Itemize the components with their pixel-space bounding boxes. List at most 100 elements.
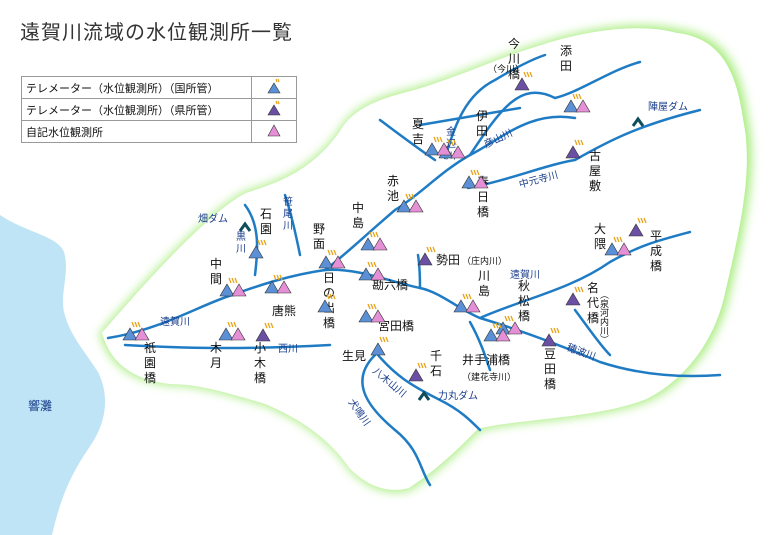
- station-15-marker[interactable]: [317, 293, 336, 313]
- triangle-icon: [358, 267, 374, 281]
- antenna-icon: [257, 239, 267, 246]
- station-1-sublabel: （今川）: [488, 63, 524, 75]
- station-5-marker[interactable]: [565, 139, 584, 159]
- triangle-icon: [219, 283, 235, 297]
- station-2-marker[interactable]: [563, 93, 591, 113]
- station-28-marker[interactable]: [541, 327, 560, 347]
- station-21-marker[interactable]: [358, 303, 386, 323]
- station-28-label: 豆田橋: [544, 347, 556, 391]
- station-7-marker[interactable]: [461, 169, 489, 189]
- station-20-marker[interactable]: [264, 274, 292, 294]
- station-4-label: 夏吉: [412, 117, 424, 146]
- station-21-label: 宮田橋: [378, 318, 414, 333]
- nishi-river: [123, 343, 332, 350]
- station-1-marker[interactable]: [514, 71, 533, 91]
- station-16-label: 勘六橋: [372, 278, 408, 292]
- station-22-marker[interactable]: [122, 321, 150, 341]
- station-25-marker[interactable]: [370, 336, 389, 356]
- station-14-label: 中間: [210, 256, 222, 286]
- yagiyama-river: [376, 353, 482, 432]
- triangle-icon: [575, 99, 591, 113]
- station-14-marker[interactable]: [219, 277, 247, 297]
- triangle-icon: [230, 327, 246, 341]
- triangle-icon: [360, 237, 376, 251]
- triangle-icon: [318, 255, 334, 269]
- triangle-icon: [604, 242, 620, 256]
- antenna-icon: [327, 249, 337, 256]
- triangle-icon: [473, 175, 489, 189]
- station-26-marker[interactable]: [408, 362, 427, 382]
- station-6-marker[interactable]: [396, 193, 424, 213]
- triangle-icon: [408, 199, 424, 213]
- station-5-label: 古屋敷: [589, 148, 601, 193]
- inunaki-river: [361, 353, 432, 487]
- station-27-marker[interactable]: [483, 322, 511, 342]
- antenna-icon: [447, 139, 457, 146]
- upper-tributary: [468, 60, 642, 157]
- station-16-marker[interactable]: [358, 261, 386, 281]
- triangle-icon: [267, 78, 281, 94]
- station-10-label: 野面: [313, 222, 325, 251]
- station-8-marker[interactable]: [360, 231, 388, 251]
- antenna-icon: [228, 277, 238, 284]
- station-12-marker[interactable]: [604, 236, 632, 256]
- triangle-icon: [248, 245, 264, 259]
- station-9-label: 石園: [260, 207, 272, 236]
- station-13-marker[interactable]: [628, 217, 647, 237]
- station-13-label: 平成橋: [650, 229, 662, 273]
- triangle-icon: [330, 255, 346, 269]
- triangle-icon: [563, 99, 579, 113]
- antenna-icon: [367, 303, 377, 310]
- triangle-icon: [461, 175, 477, 189]
- dam-icon: [417, 390, 431, 401]
- station-11-marker[interactable]: [417, 246, 436, 266]
- dam-icon: [631, 116, 645, 127]
- station-18-marker[interactable]: [495, 315, 523, 335]
- station-6-label: 赤池: [387, 174, 399, 203]
- triangle-icon: [565, 292, 581, 306]
- station-27-sublabel: （建花寺川）: [462, 371, 516, 383]
- station-19-marker[interactable]: [565, 286, 584, 306]
- station-10-marker[interactable]: [318, 249, 346, 269]
- triangle-icon: [541, 333, 557, 347]
- antenna-icon: [492, 322, 502, 329]
- station-8-label: 中島: [352, 200, 364, 230]
- hikosan-river: [323, 115, 577, 272]
- triangle-icon: [436, 142, 452, 156]
- sea-label: 響灘: [28, 398, 52, 413]
- triangle-icon: [264, 280, 280, 294]
- station-27-label: 井手浦橋: [462, 353, 510, 367]
- antenna-icon: [470, 169, 480, 176]
- station-26-label: 千石: [430, 349, 442, 378]
- triangle-icon: [370, 342, 386, 356]
- antenna-icon: [367, 261, 377, 268]
- triangle-icon: [372, 237, 388, 251]
- triangle-icon: [134, 327, 150, 341]
- antenna-icon: [462, 293, 472, 300]
- antenna-icon: [131, 321, 141, 328]
- legend-label: 自記水位観測所: [21, 120, 252, 143]
- station-4-marker[interactable]: [424, 136, 452, 156]
- triangle-icon: [616, 242, 632, 256]
- antenna-icon: [405, 193, 415, 200]
- station-19-sublabel: （泉河内川）: [598, 290, 609, 344]
- station-24-marker[interactable]: [255, 322, 274, 342]
- shonai-river: [416, 253, 422, 290]
- station-3-label: 伊田: [476, 109, 488, 138]
- station-17-marker[interactable]: [453, 293, 481, 313]
- station-24-label: 小木橋: [254, 341, 266, 385]
- triangle-icon: [370, 309, 386, 323]
- station-9-marker[interactable]: [248, 239, 267, 259]
- antenna-icon: [227, 321, 237, 328]
- station-23-marker[interactable]: [218, 321, 246, 341]
- triangle-icon: [417, 252, 433, 266]
- triangle-icon: [396, 199, 412, 213]
- tributary-natsuyoshi: [378, 118, 437, 162]
- station-11-label: 勢田: [436, 252, 460, 267]
- triangle-icon: [408, 368, 424, 382]
- antenna-icon: [426, 246, 436, 253]
- antenna-icon: [613, 236, 623, 243]
- legend-label: テレメーター（水位観測所）（国所管）: [21, 76, 252, 99]
- legend-symbol-prefecture: [251, 98, 297, 121]
- station-1-label: 今川橋: [508, 36, 520, 81]
